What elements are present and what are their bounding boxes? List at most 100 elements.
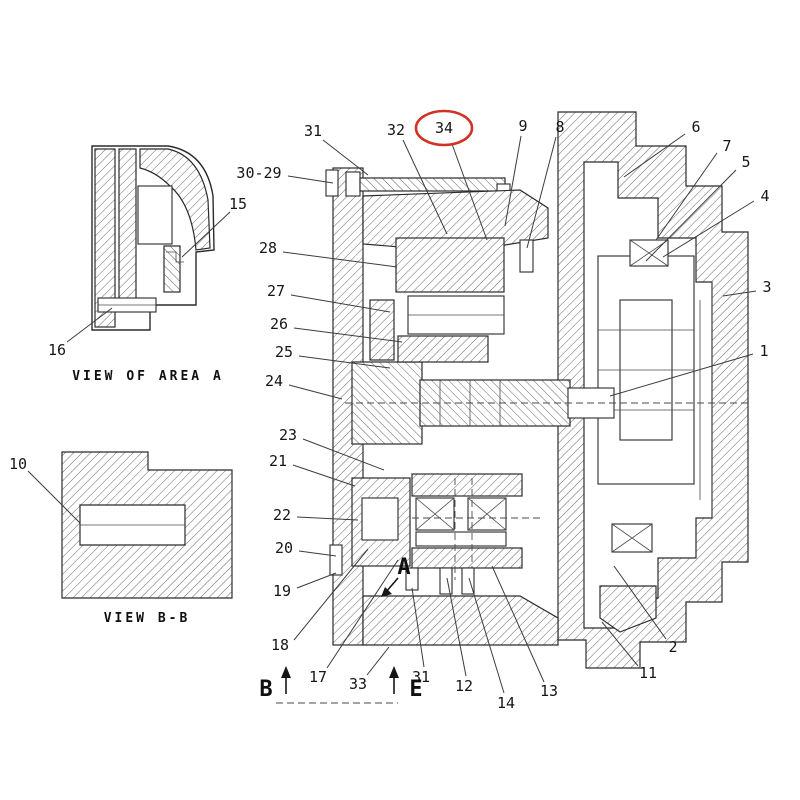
bottom-case-section xyxy=(362,595,559,646)
leader-line-8-4 xyxy=(526,136,557,249)
leader-line-22-21 xyxy=(296,516,359,521)
leader-line-19-23 xyxy=(296,572,337,589)
view-bb-block xyxy=(61,451,233,599)
top-case-web-section xyxy=(362,189,549,253)
leader-line-3-9 xyxy=(722,290,757,297)
callout-1-10: 1 xyxy=(759,342,768,360)
view-bb-title: VIEW B-B xyxy=(104,611,191,626)
highlight-ellipse-34 xyxy=(414,109,474,147)
view-b-b xyxy=(61,451,233,599)
leader-line-13-30 xyxy=(491,565,545,683)
bolt-head-31 xyxy=(345,171,361,197)
section-letter-E: E xyxy=(409,677,422,702)
leader-line-15-31 xyxy=(181,211,231,258)
callout-14-29: 14 xyxy=(497,694,515,712)
callout-15-31: 15 xyxy=(229,195,247,213)
callout-17-25: 17 xyxy=(309,668,327,686)
leader-line-32-1 xyxy=(402,139,448,235)
view-area-a-title: VIEW OF AREA A xyxy=(72,369,224,384)
callout-16-32: 16 xyxy=(48,341,66,359)
area-a-cavity xyxy=(137,185,173,245)
callout-34-2: 34 xyxy=(435,119,453,137)
end-cover-lines xyxy=(699,282,713,518)
callout-5-7: 5 xyxy=(741,153,750,171)
callout-27-15: 27 xyxy=(267,282,285,300)
callout-31-27: 31 xyxy=(412,668,430,686)
callout-28-14: 28 xyxy=(259,239,277,257)
arrow-a-head xyxy=(381,587,392,597)
leader-line-25-17 xyxy=(298,355,391,369)
lower-right-bearing xyxy=(599,523,657,633)
seal-part-15 xyxy=(163,245,181,293)
leader-line-20-22 xyxy=(298,550,337,557)
leader-line-23-19 xyxy=(302,438,385,471)
leader-line-7-6 xyxy=(655,152,718,241)
leader-line-4-8 xyxy=(662,200,755,258)
area-a-outline xyxy=(91,145,215,331)
leader-line-16-32 xyxy=(66,307,113,343)
leader-line-33-26 xyxy=(366,646,390,676)
callout-33-26: 33 xyxy=(349,675,367,693)
callout-22-21: 22 xyxy=(273,506,291,524)
area-a-wall-2 xyxy=(118,148,137,303)
leader-line-28-14 xyxy=(282,251,398,268)
arrow-b-head xyxy=(281,666,291,678)
leader-line-31-0 xyxy=(322,139,369,176)
leader-line-21-20 xyxy=(292,464,356,487)
callout-13-30: 13 xyxy=(540,682,558,700)
leader-line-5-7 xyxy=(645,169,737,262)
section-letter-A: A xyxy=(397,555,410,580)
callout-24-18: 24 xyxy=(265,372,283,390)
callout-11-12: 11 xyxy=(639,664,657,682)
leader-line-17-25 xyxy=(326,559,399,669)
callout-26-16: 26 xyxy=(270,315,288,333)
leader-line-30-29-13 xyxy=(287,175,334,184)
callout-21-20: 21 xyxy=(269,452,287,470)
callout-10-33: 10 xyxy=(9,455,27,473)
callout-23-19: 23 xyxy=(279,426,297,444)
callout-18-24: 18 xyxy=(271,636,289,654)
leader-line-31-27 xyxy=(411,587,425,668)
arrow-e-head xyxy=(389,666,399,678)
arrow-a-line xyxy=(385,577,399,593)
upper-gear-group xyxy=(369,237,505,363)
upper-bearing xyxy=(629,239,669,267)
callout-20-22: 20 xyxy=(275,539,293,557)
seal-lip xyxy=(166,251,184,263)
leader-line-11-12 xyxy=(601,621,639,667)
callout-25-17: 25 xyxy=(275,343,293,361)
leader-line-27-15 xyxy=(290,294,391,313)
callout-leader-lines xyxy=(27,133,757,694)
callout-32-1: 32 xyxy=(387,121,405,139)
area-a-wall-1 xyxy=(94,148,116,328)
callout-3-9: 3 xyxy=(762,278,771,296)
leader-line-24-18 xyxy=(288,384,343,400)
leader-line-6-5 xyxy=(623,133,686,178)
callout-19-23: 19 xyxy=(273,582,291,600)
callout-30-29-13: 30-29 xyxy=(236,164,281,182)
callout-7-6: 7 xyxy=(722,137,731,155)
main-cross-section-view xyxy=(325,111,752,669)
area-a-arc-wall xyxy=(139,148,211,251)
leader-line-26-16 xyxy=(293,327,403,343)
leader-line-1-10 xyxy=(609,353,754,397)
bolt-shank-31 xyxy=(359,177,506,192)
callout-9-3: 9 xyxy=(518,117,527,135)
callout-6-5: 6 xyxy=(691,118,700,136)
leader-line-18-24 xyxy=(293,548,369,641)
leader-line-10-33 xyxy=(27,470,81,524)
callout-31-0: 31 xyxy=(304,122,322,140)
callout-2-11: 2 xyxy=(668,638,677,656)
leader-line-2-11 xyxy=(613,565,667,640)
lower-planetary-group xyxy=(351,473,540,595)
leader-line-34-2 xyxy=(451,143,488,241)
callout-4-8: 4 xyxy=(760,187,769,205)
callout-12-28: 12 xyxy=(455,677,473,695)
section-letter-B: B xyxy=(259,677,272,702)
callout-8-4: 8 xyxy=(555,118,564,136)
bolt-19-20 xyxy=(329,544,343,576)
cylinder-block xyxy=(597,255,695,485)
